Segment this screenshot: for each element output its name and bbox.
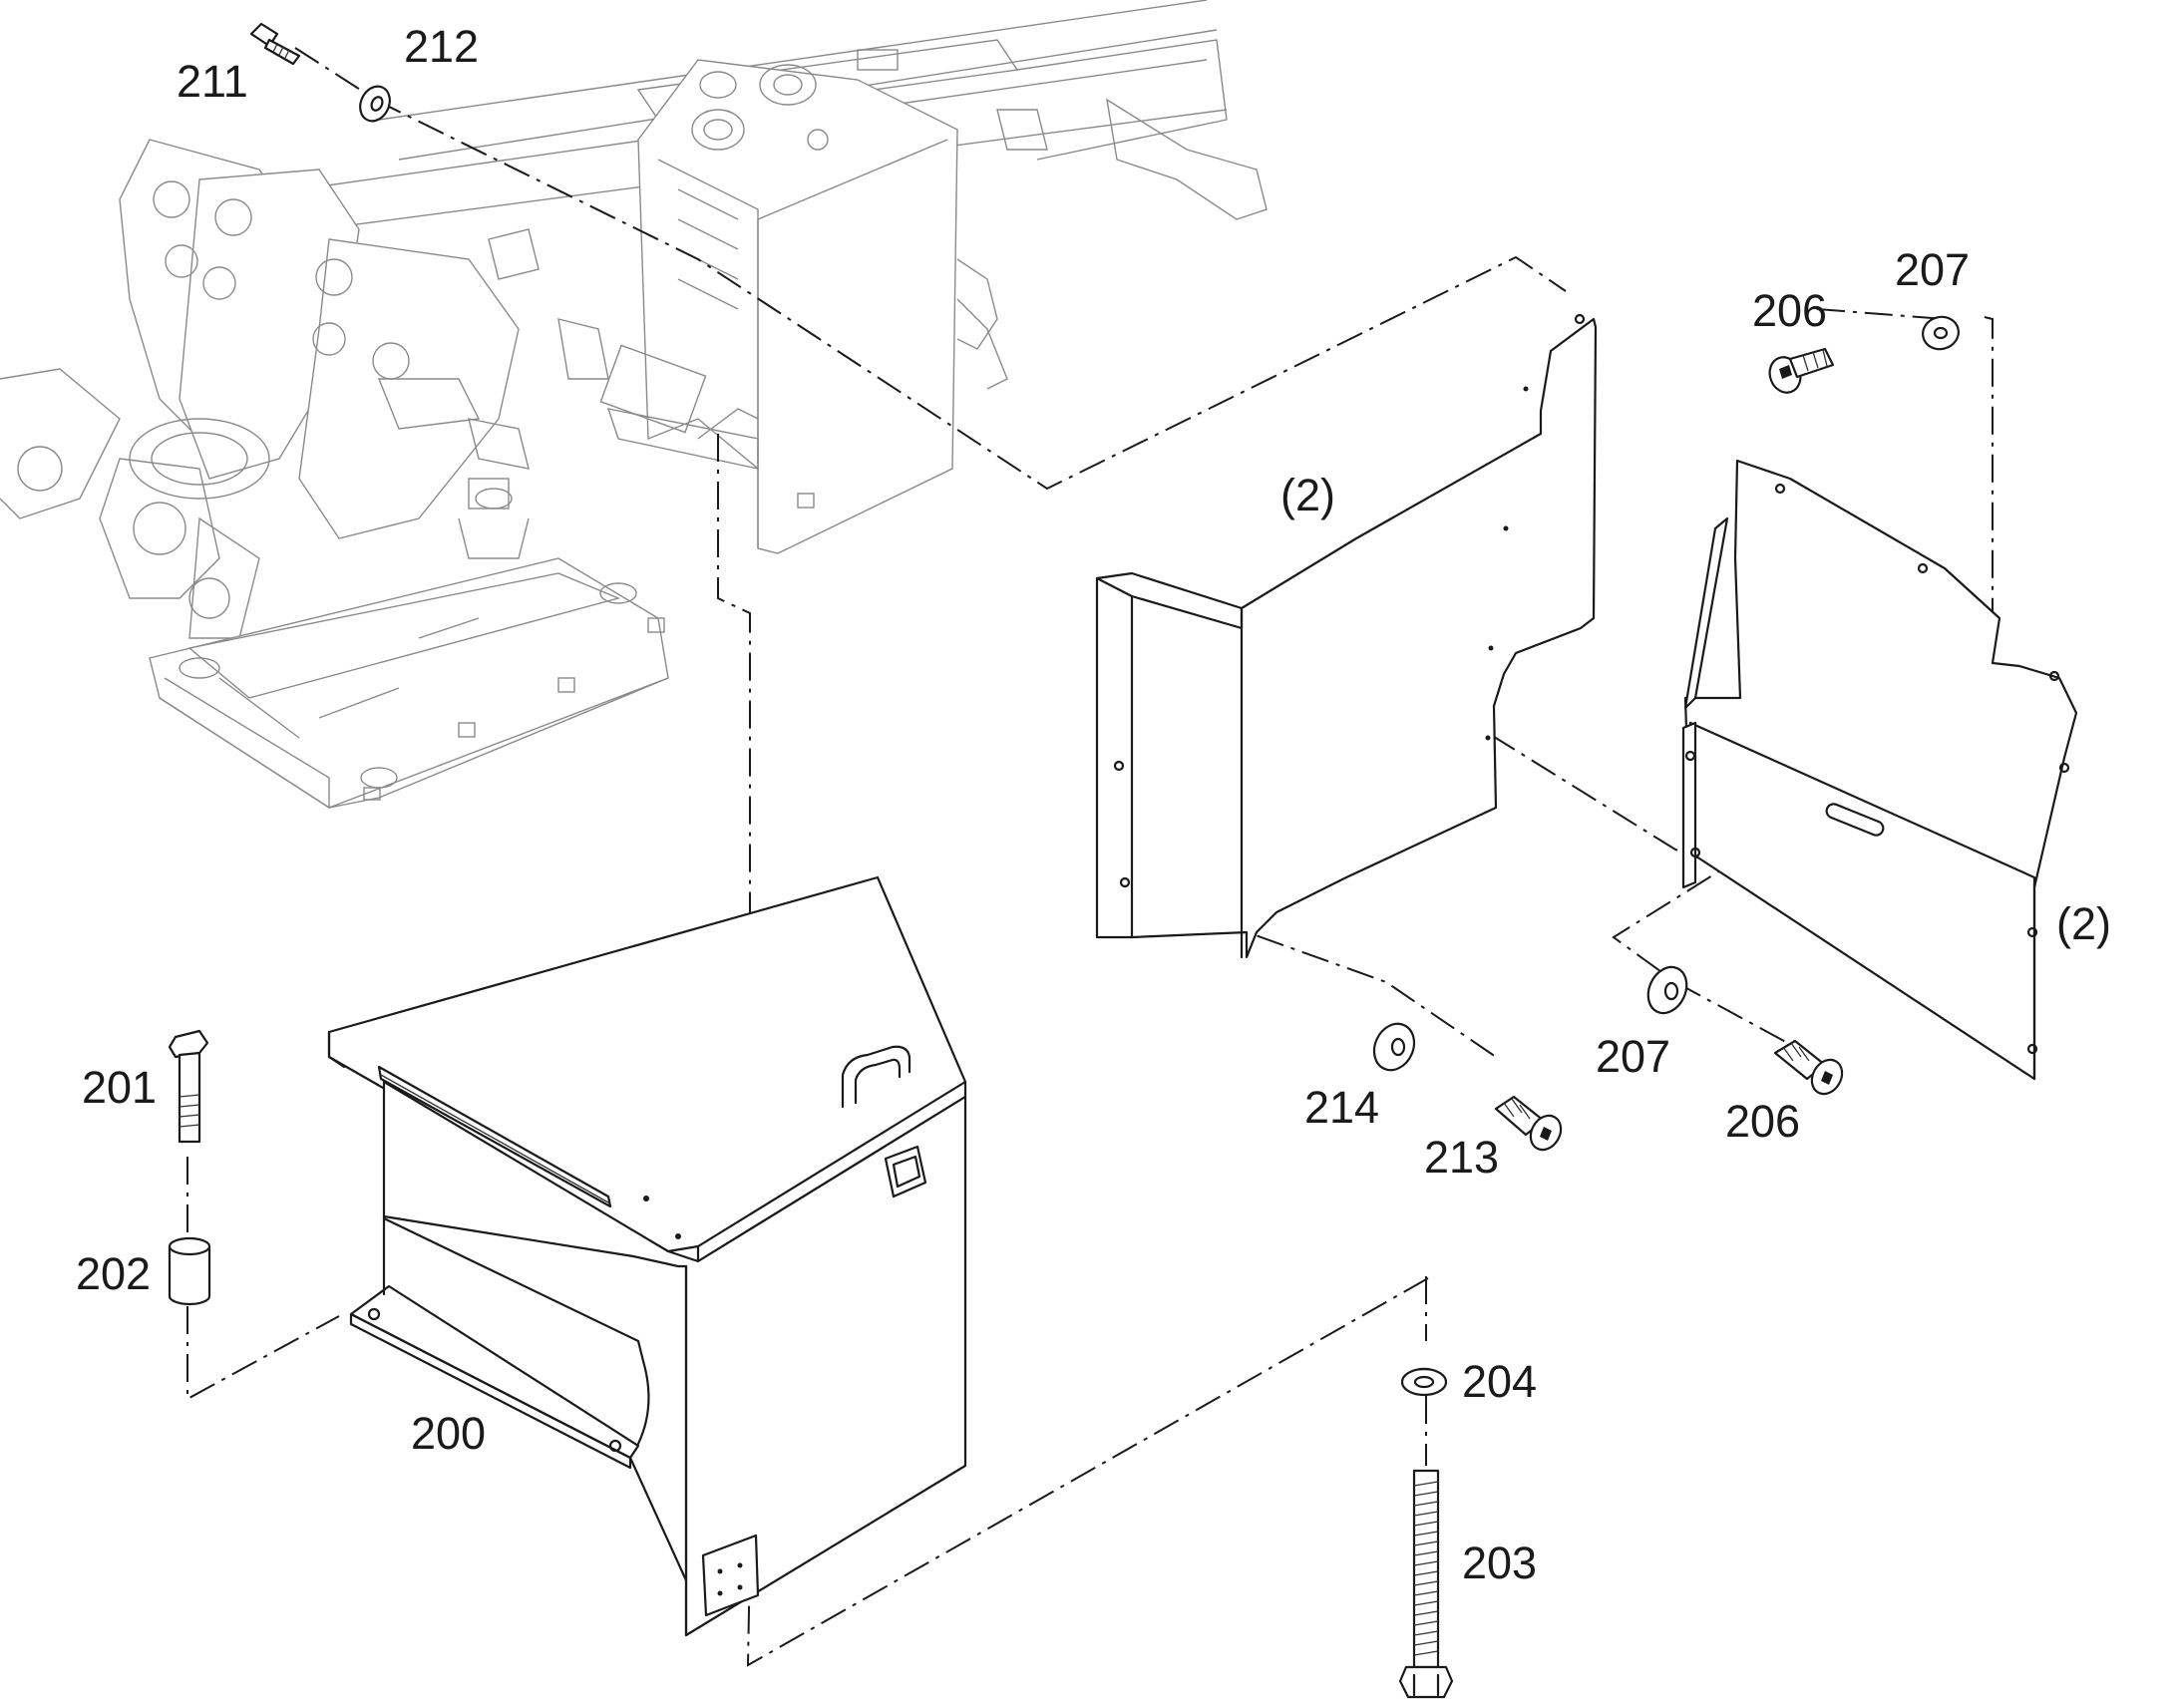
label-203: 203 bbox=[1462, 1537, 1537, 1588]
label-202: 202 bbox=[76, 1248, 151, 1299]
label-212: 212 bbox=[404, 21, 479, 72]
washer-214 bbox=[1372, 1022, 1416, 1072]
side-cover-left bbox=[1095, 313, 1598, 959]
washer-212 bbox=[359, 85, 391, 123]
label-201: 201 bbox=[82, 1062, 157, 1113]
machine-frame bbox=[0, 0, 1268, 810]
bolt-213 bbox=[1494, 1095, 1563, 1152]
bolt-206-bottom bbox=[1773, 1039, 1844, 1096]
label-206-top: 206 bbox=[1752, 285, 1827, 336]
label-200: 200 bbox=[411, 1408, 486, 1459]
washer-207-top bbox=[1922, 315, 1960, 351]
side-cover-right bbox=[1681, 459, 2078, 1081]
battery-box-200 bbox=[327, 875, 967, 1637]
label-qty-left: (2) bbox=[1280, 470, 1335, 520]
part-labels: 211 212 (2) 206 207 (2) 207 206 214 213 … bbox=[76, 21, 2111, 1588]
label-214: 214 bbox=[1304, 1082, 1379, 1133]
washer-204 bbox=[1400, 1367, 1448, 1397]
label-211: 211 bbox=[177, 56, 248, 107]
bolt-201 bbox=[168, 1029, 209, 1144]
label-207-top: 207 bbox=[1895, 244, 1970, 295]
spacer-202 bbox=[168, 1236, 211, 1306]
label-206-bottom: 206 bbox=[1725, 1096, 1800, 1147]
bolt-211 bbox=[249, 22, 301, 66]
bolt-203 bbox=[1398, 1469, 1454, 1699]
label-204: 204 bbox=[1462, 1356, 1537, 1407]
label-213: 213 bbox=[1424, 1132, 1499, 1183]
bolt-206-top bbox=[1768, 347, 1835, 394]
label-qty-right: (2) bbox=[2056, 898, 2111, 949]
label-207-bottom: 207 bbox=[1596, 1031, 1670, 1082]
assembly-lines bbox=[186, 47, 1994, 1667]
washer-207-bottom bbox=[1646, 965, 1688, 1015]
